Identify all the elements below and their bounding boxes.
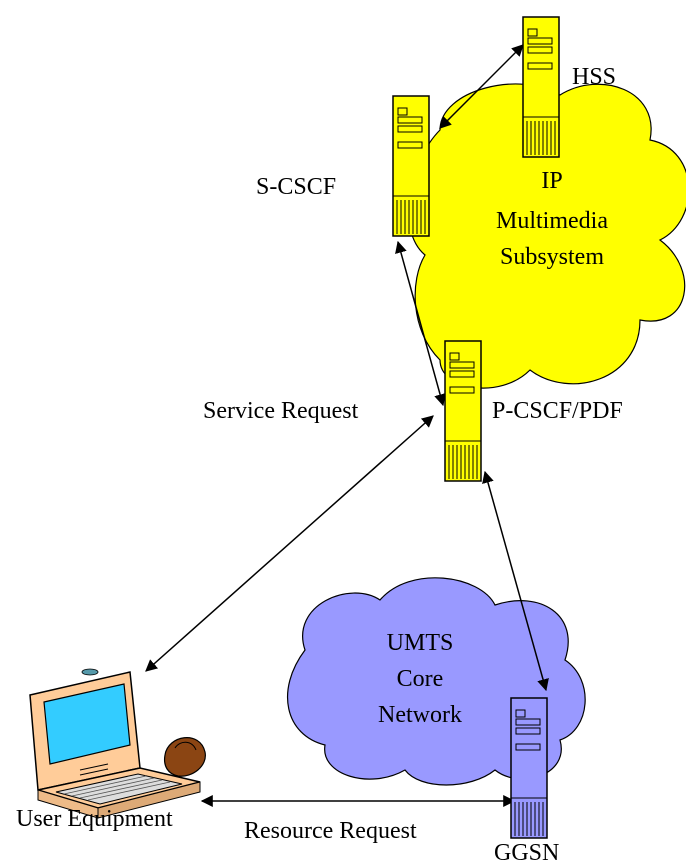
arrow-scscf-hss <box>439 44 524 129</box>
hss-label: HSS <box>572 64 616 90</box>
ggsn-label: GGSN <box>494 840 559 866</box>
pcscf-label: P-CSCF/PDF <box>492 398 623 424</box>
scscf-label: S-CSCF <box>256 174 336 200</box>
ggsn-server-icon <box>510 697 548 839</box>
ims-cloud-line-1: IP <box>541 168 562 194</box>
arrow-pcscf-ue <box>145 415 434 672</box>
scscf-server-icon <box>392 95 430 237</box>
umts-cloud-line-2: Core <box>397 666 444 692</box>
pcscf-server-icon <box>444 340 482 482</box>
ims-cloud-line-3: Subsystem <box>500 244 604 270</box>
resource-request-label: Resource Request <box>244 818 417 844</box>
laptop-icon <box>29 668 201 819</box>
hss-server-icon <box>522 16 560 158</box>
ue-label: User Equipment <box>16 806 173 832</box>
ims-cloud-line-2: Multimedia <box>496 208 608 234</box>
arrow-scscf-pcscf <box>395 240 446 407</box>
mouse-icon <box>163 737 206 777</box>
arrow-pcscf-ggsn <box>482 470 549 692</box>
service-request-label: Service Request <box>203 398 359 424</box>
umts-cloud-line-3: Network <box>378 702 462 728</box>
umts-cloud-line-1: UMTS <box>387 630 454 656</box>
